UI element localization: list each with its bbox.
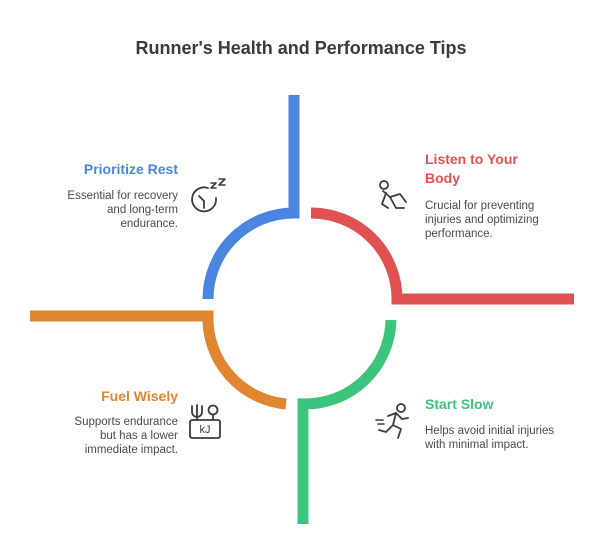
listen-to-body-heading-line: Listen to Your [425, 151, 518, 167]
listen-to-body-desc-line: injuries and optimizing [425, 214, 539, 226]
red-arc [310, 207, 574, 305]
energy-kj-label: kJ [200, 424, 211, 436]
stretching-person-icon [379, 180, 407, 209]
green-arc [297, 319, 397, 524]
listen-to-body-description: Crucial for preventing injuries and opti… [425, 199, 575, 241]
prioritize-rest-desc-line: Essential for recovery [67, 190, 178, 202]
start-slow-heading: Start Slow [425, 396, 494, 412]
listen-to-body-heading: Listen to Your Body [425, 150, 575, 188]
listen-to-body-heading-line: Body [425, 170, 460, 186]
sleep-icon [191, 178, 226, 213]
blue-arc [202, 95, 300, 300]
energy-kj-icon: kJ [189, 404, 221, 439]
prioritize-rest-heading: Prioritize Rest [83, 161, 178, 177]
prioritize-rest-description: Essential for recovery and long-term end… [40, 189, 178, 231]
page-title: Runner's Health and Performance Tips [135, 38, 467, 58]
listen-to-body-desc-line: performance. [425, 228, 493, 240]
prioritize-rest-desc-line: endurance. [120, 218, 178, 230]
running-person-icon [375, 403, 409, 439]
fuel-wisely-desc-line: but has a lower [100, 430, 178, 442]
listen-to-body-desc-line: Crucial for preventing [425, 200, 535, 212]
start-slow-desc-line: with minimal impact. [425, 439, 529, 451]
fuel-wisely-heading: Fuel Wisely [101, 388, 178, 404]
start-slow-desc-line: Helps avoid initial injuries [425, 425, 555, 437]
start-slow-description: Helps avoid initial injuries with minima… [425, 424, 595, 452]
fuel-wisely-description: Supports endurance but has a lower immed… [40, 415, 178, 457]
fuel-wisely-desc-line: Supports endurance [74, 416, 178, 428]
prioritize-rest-desc-line: and long-term [107, 204, 178, 216]
fuel-wisely-desc-line: immediate impact. [84, 444, 178, 456]
orange-arc [30, 310, 287, 410]
